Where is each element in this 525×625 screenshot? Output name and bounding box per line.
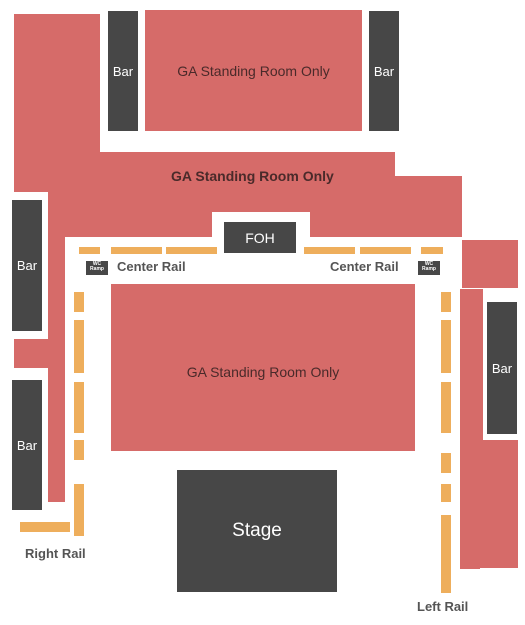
bar-top-left-label: Bar [112, 63, 134, 79]
right-rail-segment[interactable] [74, 382, 84, 433]
bar-top-left[interactable]: Bar [108, 11, 138, 131]
ga-top-section[interactable]: GA Standing Room Only [145, 10, 362, 131]
center-rail-segment[interactable] [421, 247, 443, 254]
wc-ramp-right-line1: WC [424, 261, 434, 267]
stage-label: Stage [232, 520, 282, 541]
right-rail-segment[interactable] [20, 522, 70, 532]
left-rail-segment[interactable] [441, 515, 451, 593]
center-rail-segment[interactable] [360, 247, 411, 254]
bar-left-lower-label: Bar [16, 437, 38, 453]
right-rail-segment[interactable] [74, 292, 84, 312]
left-rail-segment[interactable] [441, 453, 451, 473]
center-rail-segment[interactable] [304, 247, 355, 254]
left-rail-label: Left Rail [417, 599, 469, 614]
wc-ramp-left-line1: WC [92, 261, 102, 267]
right-rail-label: Right Rail [25, 546, 86, 561]
ga-right-lower[interactable] [460, 289, 480, 569]
right-rail-segment[interactable] [74, 484, 84, 536]
wc-ramp-left[interactable]: WC Ramp [86, 261, 108, 275]
center-rail-segment[interactable] [111, 247, 162, 254]
bar-top-right[interactable]: Bar [369, 11, 399, 131]
right-rail-segment[interactable] [74, 440, 84, 460]
ga-floor-section[interactable]: GA Standing Room Only [111, 284, 415, 451]
ga-right-strip[interactable] [462, 240, 518, 288]
bar-left-upper-label: Bar [16, 258, 38, 273]
right-rail-segment[interactable] [74, 320, 84, 373]
foh-label: FOH [245, 229, 275, 246]
bar-right[interactable]: Bar [487, 302, 517, 434]
bar-left-lower[interactable]: Bar [12, 380, 42, 510]
ga-floor-label: GA Standing Room Only [186, 363, 340, 380]
stage[interactable]: Stage [177, 470, 337, 592]
wc-ramp-left-line2: Ramp [90, 266, 104, 272]
foh-booth[interactable]: FOH [224, 222, 296, 253]
ga-top-label: GA Standing Room Only [177, 62, 330, 79]
left-rail-segment[interactable] [441, 484, 451, 502]
center-rail-segment[interactable] [79, 247, 100, 254]
wc-ramp-right-line2: Ramp [422, 266, 436, 272]
bar-left-upper[interactable]: Bar [12, 200, 42, 331]
ga-middle-label: GA Standing Room Only [171, 168, 334, 184]
center-rail-segment[interactable] [166, 247, 217, 254]
center-rail-right-label: Center Rail [330, 259, 399, 274]
wc-ramp-right[interactable]: WC Ramp [418, 261, 440, 275]
left-rail-segment[interactable] [441, 292, 451, 312]
center-rail-left-label: Center Rail [117, 259, 186, 274]
bar-top-right-label: Bar [373, 63, 395, 79]
left-rail-segment[interactable] [441, 382, 451, 433]
left-rail-segment[interactable] [441, 320, 451, 373]
bar-right-label: Bar [491, 360, 513, 376]
